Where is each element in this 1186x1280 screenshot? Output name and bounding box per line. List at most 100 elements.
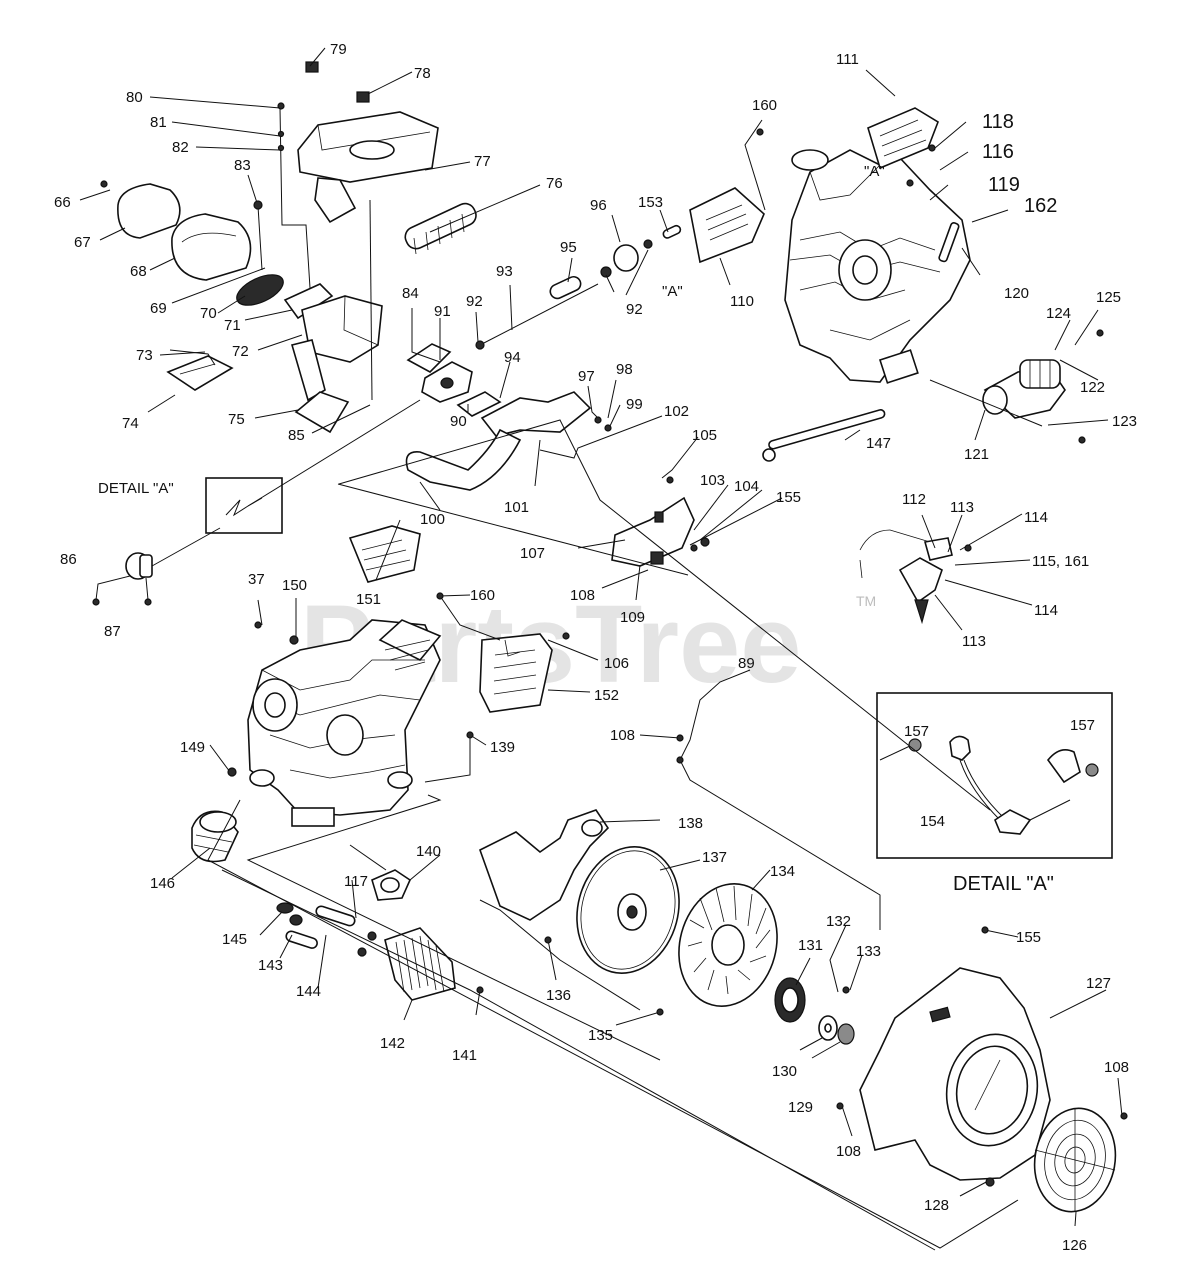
callout-102: 102: [664, 403, 689, 420]
callout-114a: 114: [1024, 509, 1048, 526]
callout-108c: 108: [1104, 1059, 1129, 1076]
exhaust-pipe-100: [405, 428, 522, 491]
engine-upper-right: [784, 149, 971, 384]
callout-155a: 155: [776, 489, 801, 506]
callout-150: 150: [282, 577, 307, 594]
heat-shield-151: [348, 525, 421, 583]
callout-105: 105: [692, 427, 717, 444]
starter-motor: [982, 359, 1066, 419]
reference-marker-a: "A": [662, 283, 683, 300]
fan-134: [678, 883, 778, 1007]
callout-98: 98: [616, 361, 633, 378]
callout-92a: 92: [466, 293, 483, 310]
callout-75: 75: [228, 411, 245, 428]
callout-114b: 114: [1034, 602, 1058, 619]
callout-81: 81: [150, 114, 167, 131]
callout-37: 37: [248, 571, 265, 588]
callout-96: 96: [590, 197, 607, 214]
callout-110: 110: [730, 293, 754, 310]
fuel-pump-96: [600, 224, 682, 278]
callout-149: 149: [180, 739, 205, 756]
callout-132: 132: [826, 913, 851, 930]
callout-70: 70: [200, 305, 217, 322]
callout-129: 129: [788, 1099, 813, 1116]
callout-160a: 160: [752, 97, 777, 114]
rotating-screen-126: [1033, 1107, 1117, 1213]
callout-136: 136: [546, 987, 571, 1004]
callout-153: 153: [638, 194, 663, 211]
callout-117: 117: [344, 873, 368, 890]
callout-125: 125: [1096, 289, 1121, 306]
callout-127: 127: [1086, 975, 1111, 992]
engine-lower-left: [247, 619, 442, 827]
callout-97: 97: [578, 368, 595, 385]
callout-118: 118: [982, 111, 1014, 133]
callout-101: 101: [504, 499, 529, 516]
carburetor: [406, 343, 502, 417]
callout-106: 106: [604, 655, 629, 672]
callout-112: 112: [902, 491, 926, 508]
mounting-bracket: [166, 349, 234, 391]
callout-83: 83: [234, 157, 251, 174]
callout-86: 86: [60, 551, 77, 568]
callout-162: 162: [1024, 195, 1057, 217]
nut-129: [837, 1023, 855, 1045]
callout-147: 147: [866, 435, 891, 452]
spark-plug-120: [938, 222, 960, 263]
callout-72: 72: [232, 343, 249, 360]
callout-123: 123: [1112, 413, 1137, 430]
callout-134: 134: [770, 863, 795, 880]
callout-91: 91: [434, 303, 451, 320]
callout-140: 140: [416, 843, 441, 860]
callout-154: 154: [920, 813, 945, 830]
callout-126: 126: [1062, 1237, 1087, 1254]
callout-103: 103: [700, 472, 725, 489]
detail-a-inline-label: DETAIL "A": [98, 480, 174, 497]
callout-73: 73: [136, 347, 153, 364]
callout-66: 66: [54, 194, 71, 211]
callout-128: 128: [924, 1197, 949, 1214]
callout-139: 139: [490, 739, 515, 756]
callout-92b: 92: [626, 301, 643, 318]
callout-74: 74: [122, 415, 139, 432]
callout-130: 130: [772, 1063, 797, 1080]
callout-90: 90: [450, 413, 467, 430]
screen-hub-131: [774, 977, 806, 1023]
callout-124: 124: [1046, 305, 1071, 322]
detail-a-inset: [876, 692, 1113, 859]
air-filter-precleaner: [117, 183, 181, 239]
callout-100: 100: [420, 511, 445, 528]
heat-shield-111: [867, 107, 939, 170]
air-cleaner-base: [236, 274, 383, 363]
callout-131: 131: [798, 937, 823, 954]
callout-122: 122: [1080, 379, 1105, 396]
callout-142: 142: [380, 1035, 405, 1052]
heat-shield-110: [689, 187, 765, 264]
air-filter-element: [171, 213, 252, 281]
callout-108d: 108: [836, 1143, 861, 1160]
fuel-line-93: [475, 283, 599, 350]
bracket-112: [859, 529, 953, 625]
ignition-module-86: [92, 527, 221, 606]
callout-113a: 113: [950, 499, 974, 516]
exhaust-pipe-94: [480, 391, 592, 437]
reference-marker-a: "A": [864, 163, 885, 180]
callout-79: 79: [330, 41, 347, 58]
callout-80: 80: [126, 89, 143, 106]
callout-99: 99: [626, 396, 643, 413]
callout-76: 76: [546, 175, 563, 192]
callout-143: 143: [258, 957, 283, 974]
callout-152: 152: [594, 687, 619, 704]
callout-157a: 157: [904, 723, 929, 740]
callout-146: 146: [150, 875, 175, 892]
callout-151: 151: [356, 591, 381, 608]
callout-121: 121: [964, 446, 989, 463]
callout-69: 69: [150, 300, 167, 317]
callout-104: 104: [734, 478, 759, 495]
callout-108a: 108: [570, 587, 595, 604]
callout-141: 141: [452, 1047, 477, 1064]
callout-87: 87: [104, 623, 121, 640]
air-cleaner-cover: [297, 61, 439, 224]
detail-a-inset-small: [205, 399, 421, 534]
